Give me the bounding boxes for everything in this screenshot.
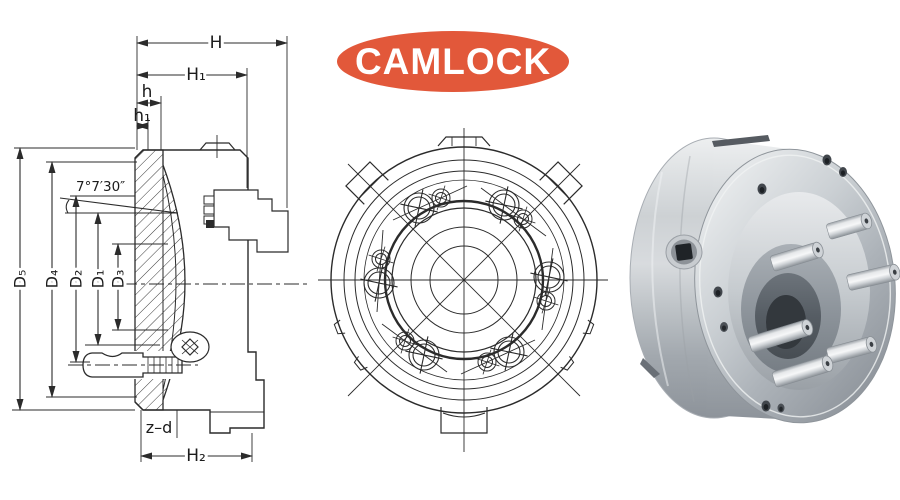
camlock-logo: CAMLOCK <box>337 31 569 92</box>
dim-label-h: h <box>142 82 153 102</box>
chuck-photo <box>629 135 900 424</box>
dim-label-zd: z–d <box>146 418 173 437</box>
flange-bolt-holes <box>713 154 847 413</box>
jaw-block <box>203 189 289 253</box>
jaw-tab-upper-left <box>345 161 389 205</box>
angle-annotation <box>59 197 179 214</box>
dim-label-D4: D₄ <box>43 270 62 289</box>
camlock-logo-text: CAMLOCK <box>354 40 552 82</box>
jaw-tab-top <box>437 136 491 147</box>
jaw-tab-upper-right <box>539 161 583 205</box>
jaw-slot-top <box>712 135 770 147</box>
front-view-drawing <box>318 128 608 452</box>
jaw-tab-bottom <box>440 407 488 434</box>
cross-section-drawing: H H₁ h h₁ D₅ D₄ D₂ D₁ D₃ 7°7′30″ z–d H₂ <box>8 30 308 469</box>
body-circles <box>330 146 598 414</box>
dimension-lines <box>16 39 288 460</box>
cam-stud-pin <box>748 319 814 353</box>
cam-stud-pin <box>826 212 873 240</box>
dim-label-D5: D₅ <box>11 270 30 289</box>
front-view-centerlines <box>318 128 608 452</box>
rim-notches <box>333 319 595 371</box>
dim-label-H1: H₁ <box>186 65 206 85</box>
cam-stud-pin <box>826 336 878 364</box>
cam-stud-pin <box>772 355 834 388</box>
dim-label-angle: 7°7′30″ <box>76 179 125 195</box>
dim-label-H: H <box>210 33 223 53</box>
jaw-slot-left <box>640 358 660 378</box>
cam-stud-pin <box>770 241 824 272</box>
camlock-studs <box>748 212 900 388</box>
dim-label-D1: D₁ <box>89 270 108 289</box>
dim-label-H2: H₂ <box>186 446 206 466</box>
dim-label-D3: D₃ <box>109 270 128 289</box>
dim-label-h1: h₁ <box>133 106 151 126</box>
centerlines <box>68 283 308 366</box>
cam-stud-pin <box>846 263 900 291</box>
dim-label-D2: D₂ <box>67 270 86 289</box>
cam-ellipse <box>170 331 210 363</box>
key-socket <box>665 234 703 270</box>
